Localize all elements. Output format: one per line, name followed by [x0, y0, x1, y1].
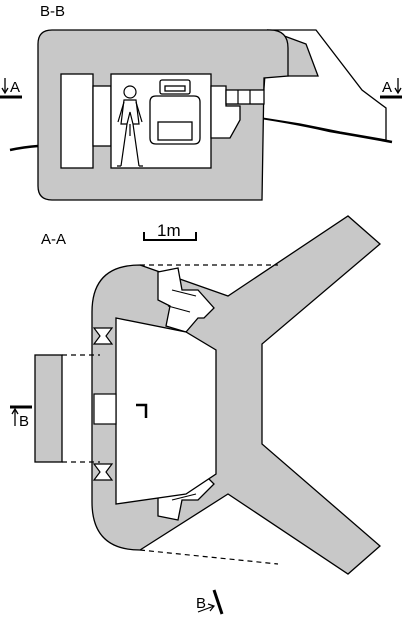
right-niche: [210, 85, 241, 139]
scale-label: 1m: [157, 221, 181, 240]
interior-room: [115, 317, 217, 505]
dashed-line-bottom: [139, 549, 279, 565]
left-cavity: [60, 73, 94, 169]
section-title-bb: B-B: [40, 3, 65, 20]
cut-label-a-left: A: [10, 79, 20, 96]
wall-opening-mid: [93, 393, 117, 425]
section-title-aa: A-A: [41, 231, 66, 248]
cut-label-b-bottom: B: [196, 595, 206, 612]
machine-icon: [149, 79, 201, 145]
section-aa: A-A B B: [10, 215, 381, 615]
cut-marker-a-left: A: [0, 78, 22, 99]
interior-mark: [136, 403, 148, 418]
human-figure-icon: [117, 85, 143, 167]
ground-line-left: [9, 144, 39, 152]
embrasure-bb: [225, 89, 265, 105]
external-block: [34, 354, 63, 463]
upper-embrasure: [157, 267, 215, 333]
cut-label-a-right: A: [382, 79, 392, 96]
cut-marker-b-bottom: B: [196, 589, 224, 615]
wall-opening-top: [92, 327, 114, 345]
cut-label-b-left: B: [19, 413, 29, 430]
section-bb: A A B-B: [0, 3, 402, 201]
cut-marker-a-right: A: [380, 78, 402, 99]
cut-marker-b-left: B: [10, 405, 32, 430]
left-niche: [92, 85, 112, 147]
wall-opening-bottom: [92, 463, 114, 481]
upper-embrasure-ledge: [167, 289, 197, 313]
scale-bar: 1m: [143, 221, 197, 241]
